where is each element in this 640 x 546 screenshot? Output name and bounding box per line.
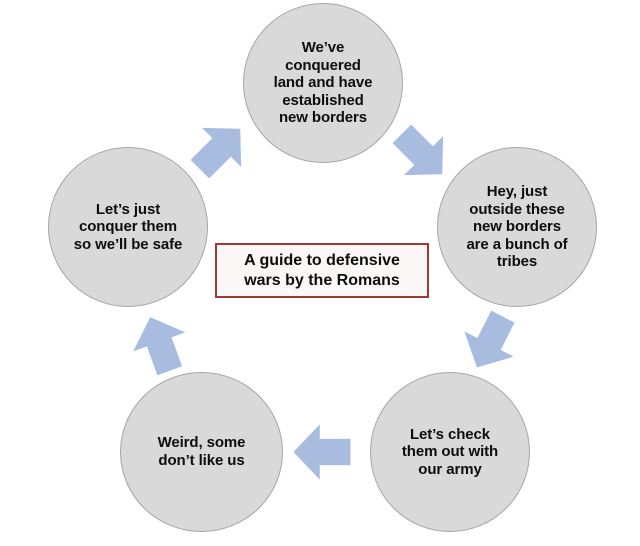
cycle-node-left: Let’s just conquer them so we’ll be safe bbox=[48, 147, 208, 307]
cycle-node-top-label: We’ve conquered land and have establishe… bbox=[273, 39, 373, 127]
cycle-node-right: Hey, just outside these new borders are … bbox=[437, 147, 597, 307]
cycle-node-bottom-left-label: Weird, some don’t like us bbox=[157, 434, 246, 469]
cycle-node-bottom-right: Let’s check them out with our army bbox=[370, 372, 530, 532]
diagram-title-box: A guide to defensive wars by the Romans bbox=[215, 243, 429, 298]
block-arrow-icon-right-to-bottom-right bbox=[447, 299, 533, 385]
diagram-title-label: A guide to defensive wars by the Romans bbox=[244, 251, 400, 289]
cycle-node-left-label: Let’s just conquer them so we’ll be safe bbox=[73, 200, 183, 253]
block-arrow-icon-bottom-left-to-left bbox=[119, 303, 201, 385]
cycle-node-right-label: Hey, just outside these new borders are … bbox=[466, 183, 568, 271]
cycle-node-top: We’ve conquered land and have establishe… bbox=[243, 3, 403, 163]
cycle-node-bottom-left: Weird, some don’t like us bbox=[120, 372, 283, 532]
block-arrow-icon-top-to-right bbox=[377, 109, 468, 200]
block-arrow-icon-bottom-right-to-bottom-left bbox=[290, 420, 354, 484]
block-arrow-icon-left-to-top bbox=[175, 104, 266, 195]
cycle-node-bottom-right-label: Let’s check them out with our army bbox=[401, 425, 499, 478]
